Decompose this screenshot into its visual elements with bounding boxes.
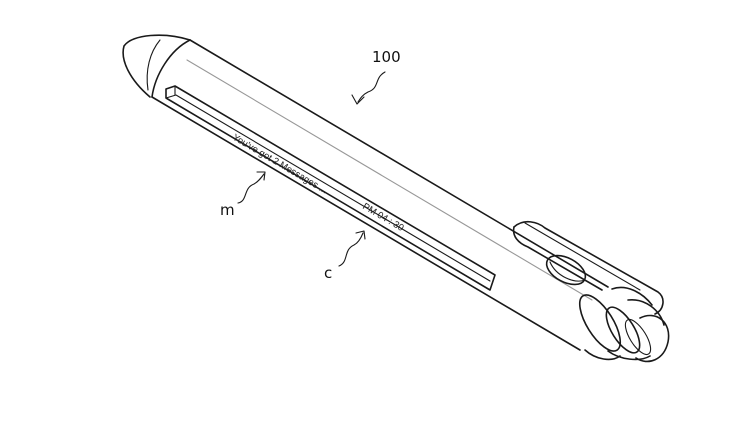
ref-m-text: m [220, 201, 235, 219]
ref-c-text: c [324, 264, 332, 282]
pen-end-cap [578, 286, 670, 363]
ref-label-m: m [220, 171, 266, 219]
pen-barrel [151, 39, 609, 351]
ref-label-100: 100 [351, 48, 401, 105]
display-message-text: You've got 2 Messages ... [230, 132, 329, 196]
pen-clip [512, 220, 664, 315]
ref-100-text: 100 [372, 48, 401, 66]
pen-tip [122, 34, 191, 98]
display-window: You've got 2 Messages ... PM 04 : 30 [165, 85, 496, 291]
ref-label-c: c [324, 230, 366, 282]
side-button [545, 254, 587, 286]
